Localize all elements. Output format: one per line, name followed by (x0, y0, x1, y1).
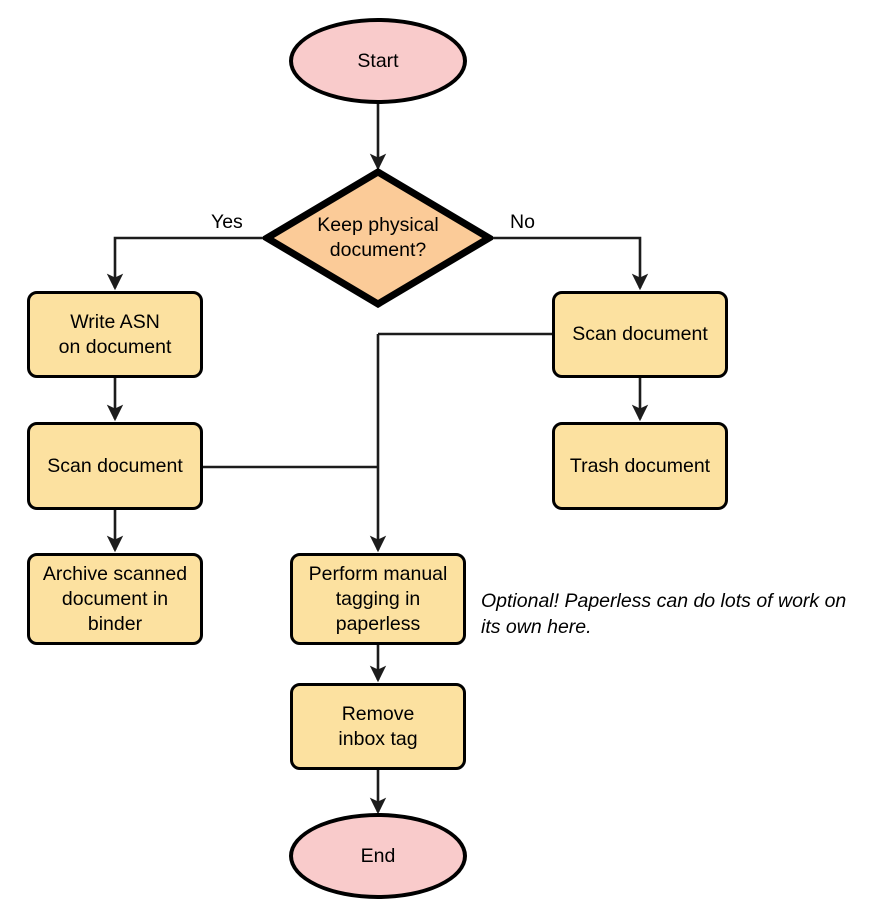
node-start[interactable]: Start (289, 18, 467, 104)
node-perform-manual-tagging-in-paperless[interactable]: Perform manual tagging in paperless (290, 553, 466, 645)
node-write-asn-on-document[interactable]: Write ASN on document (27, 291, 203, 378)
node-archive-label-line1: Archive scanned (42, 562, 188, 585)
annotation-optional-note-line2: its own here. (481, 616, 592, 638)
edge-decision-to-scan-right (491, 236, 649, 291)
node-scan-document-left[interactable]: Scan document (27, 422, 203, 510)
node-scan-document-right-label: Scan document (572, 323, 708, 345)
node-end-label: End (360, 844, 396, 867)
edge-label-yes: Yes (209, 211, 245, 233)
node-tagging-label-line1: Perform manual (308, 562, 448, 585)
node-tagging-label-line3: paperless (335, 612, 421, 635)
node-write-asn-label-line1: Write ASN (70, 310, 160, 333)
diamond-shape (263, 168, 493, 308)
node-decision-label: Keep physical document? (317, 213, 438, 263)
node-keep-physical-document-decision[interactable]: Keep physical document? (263, 168, 493, 308)
node-archive-label-line3: binder (87, 612, 143, 635)
node-decision-label-line1: Keep physical (317, 214, 439, 236)
node-remove-inbox-label-line1: Remove (341, 702, 415, 725)
node-tagging-label-line2: tagging in (335, 587, 421, 610)
node-end[interactable]: End (289, 813, 467, 899)
edge-decision-to-write-asn (106, 236, 265, 291)
node-archive-label-line2: document in (61, 587, 169, 610)
node-scan-document-right[interactable]: Scan document (552, 291, 728, 378)
node-remove-inbox-tag[interactable]: Remove inbox tag (290, 683, 466, 770)
annotation-optional-note-line1: Optional! Paperless can do lots of work … (481, 590, 847, 612)
node-trash-document[interactable]: Trash document (552, 422, 728, 510)
node-write-asn-label-line2: on document (58, 335, 172, 358)
node-decision-label-line2: document? (329, 239, 427, 261)
annotation-optional-note: Optional! Paperless can do lots of work … (481, 588, 881, 640)
node-scan-document-left-label: Scan document (47, 454, 183, 477)
node-trash-document-label: Trash document (569, 454, 711, 477)
node-start-label: Start (357, 49, 399, 72)
edge-label-no: No (508, 211, 537, 233)
node-archive-scanned-document-in-binder[interactable]: Archive scanned document in binder (27, 553, 203, 645)
node-remove-inbox-label-line2: inbox tag (338, 727, 418, 750)
